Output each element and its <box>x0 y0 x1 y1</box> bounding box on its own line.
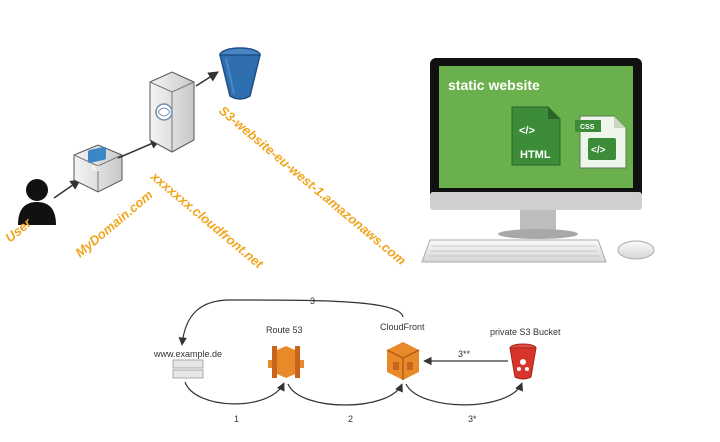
arrow-cloudfront-to-s3 <box>195 71 219 87</box>
browser-label: www.example.de <box>153 349 222 359</box>
monitor-title: static website <box>448 77 540 93</box>
arrow-step-3-star <box>405 382 523 406</box>
browser-icon <box>172 359 204 379</box>
arrow-step-2 <box>287 383 403 406</box>
css-code-glyph: </> <box>591 145 606 156</box>
route53-label: Route 53 <box>266 325 303 335</box>
route53-aws-icon <box>268 346 304 378</box>
step-3-double-star-label: 3** <box>458 349 471 359</box>
css-file-tag: CSS <box>580 124 595 131</box>
step-3-label: 3 <box>310 296 315 306</box>
keyboard-icon <box>421 239 607 263</box>
private-bucket-label: private S3 Bucket <box>490 327 561 337</box>
html-code-glyph: </> <box>519 125 535 137</box>
route53-server-icon: 53 <box>73 144 123 193</box>
user-icon <box>18 179 56 225</box>
cloudfront-server-icon <box>149 71 195 153</box>
cloudfront-aws-icon <box>386 342 420 380</box>
mouse-icon <box>617 240 655 260</box>
arrow-user-to-domain <box>53 179 81 199</box>
s3-bucket-icon <box>219 47 261 100</box>
step-1-label: 1 <box>234 414 239 424</box>
html-file-label: HTML <box>520 149 551 161</box>
domain-label: MyDomain.com <box>72 187 156 261</box>
cloudfront-domain-label: xxxxxxx.cloudfront.net <box>147 168 266 272</box>
css-file-icon: CSS </> <box>575 115 627 169</box>
route53-box-text: 53 <box>92 166 100 173</box>
cloudfront-aws-label: CloudFront <box>380 322 425 332</box>
private-s3-bucket-icon <box>509 343 537 380</box>
html-file-icon: </> HTML <box>511 106 561 166</box>
arrow-domain-to-cloudfront <box>117 138 161 159</box>
step-3-star-label: 3* <box>468 414 477 424</box>
arrow-step-3 <box>178 299 404 346</box>
step-2-label: 2 <box>348 414 353 424</box>
arrow-step-1 <box>184 381 285 405</box>
